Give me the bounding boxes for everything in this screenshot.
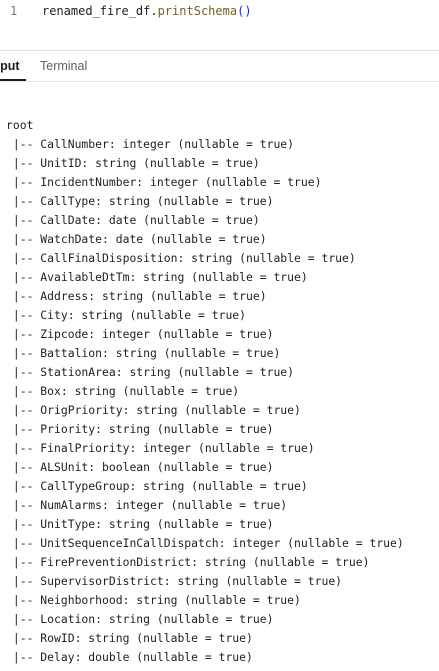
schema-field-line: |-- CallDate: date (nullable = true) — [6, 213, 260, 227]
schema-field-line: |-- CallTypeGroup: string (nullable = tr… — [6, 479, 308, 493]
schema-field-line: |-- Zipcode: integer (nullable = true) — [6, 327, 274, 341]
schema-field-line: |-- Priority: string (nullable = true) — [6, 422, 274, 436]
schema-field-line: |-- CallFinalDisposition: string (nullab… — [6, 251, 356, 265]
schema-field-line: |-- CallNumber: integer (nullable = true… — [6, 137, 295, 151]
code-text[interactable]: renamed_fire_df.printSchema() — [42, 4, 252, 18]
code-dot: . — [150, 4, 158, 18]
code-parens: () — [237, 4, 252, 18]
schema-field-line: |-- Delay: double (nullable = true) — [6, 650, 253, 664]
schema-field-line: |-- IncidentNumber: integer (nullable = … — [6, 175, 322, 189]
schema-field-line: |-- WatchDate: date (nullable = true) — [6, 232, 267, 246]
schema-field-line: |-- Battalion: string (nullable = true) — [6, 346, 281, 360]
schema-field-line: |-- AvailableDtTm: string (nullable = tr… — [6, 270, 308, 284]
output-panel: root |-- CallNumber: integer (nullable =… — [6, 116, 436, 667]
schema-field-line: |-- UnitType: string (nullable = true) — [6, 517, 274, 531]
schema-field-line: |-- RowID: string (nullable = true) — [6, 631, 253, 645]
schema-field-line: |-- Box: string (nullable = true) — [6, 384, 240, 398]
schema-field-line: |-- UnitSequenceInCallDispatch: integer … — [6, 536, 404, 550]
output-tab-bar: tput Terminal — [0, 51, 439, 83]
schema-field-line: |-- FirePreventionDistrict: string (null… — [6, 555, 370, 569]
divider — [0, 50, 439, 51]
code-editor-line[interactable]: 1 renamed_fire_df.printSchema() — [0, 0, 439, 30]
schema-field-line: |-- NumAlarms: integer (nullable = true) — [6, 498, 288, 512]
schema-field-line: |-- SupervisorDistrict: string (nullable… — [6, 574, 343, 588]
schema-field-line: |-- CallType: string (nullable = true) — [6, 194, 274, 208]
tab-terminal[interactable]: Terminal — [40, 59, 88, 73]
schema-field-line: |-- Address: string (nullable = true) — [6, 289, 267, 303]
schema-field-line: |-- OrigPriority: string (nullable = tru… — [6, 403, 301, 417]
code-variable: renamed_fire_df — [42, 4, 151, 18]
schema-field-line: |-- Neighborhood: string (nullable = tru… — [6, 593, 301, 607]
schema-field-line: |-- Location: string (nullable = true) — [6, 612, 274, 626]
schema-root-line: root — [6, 118, 34, 132]
code-method: printSchema — [157, 4, 238, 18]
divider — [0, 81, 439, 82]
line-number: 1 — [10, 4, 18, 18]
schema-field-line: |-- City: string (nullable = true) — [6, 308, 247, 322]
schema-field-line: |-- UnitID: string (nullable = true) — [6, 156, 260, 170]
active-tab-indicator — [0, 79, 26, 81]
schema-field-line: |-- ALSUnit: boolean (nullable = true) — [6, 460, 274, 474]
tab-output[interactable]: tput — [0, 59, 20, 73]
schema-field-line: |-- StationArea: string (nullable = true… — [6, 365, 295, 379]
schema-field-line: |-- FinalPriority: integer (nullable = t… — [6, 441, 315, 455]
